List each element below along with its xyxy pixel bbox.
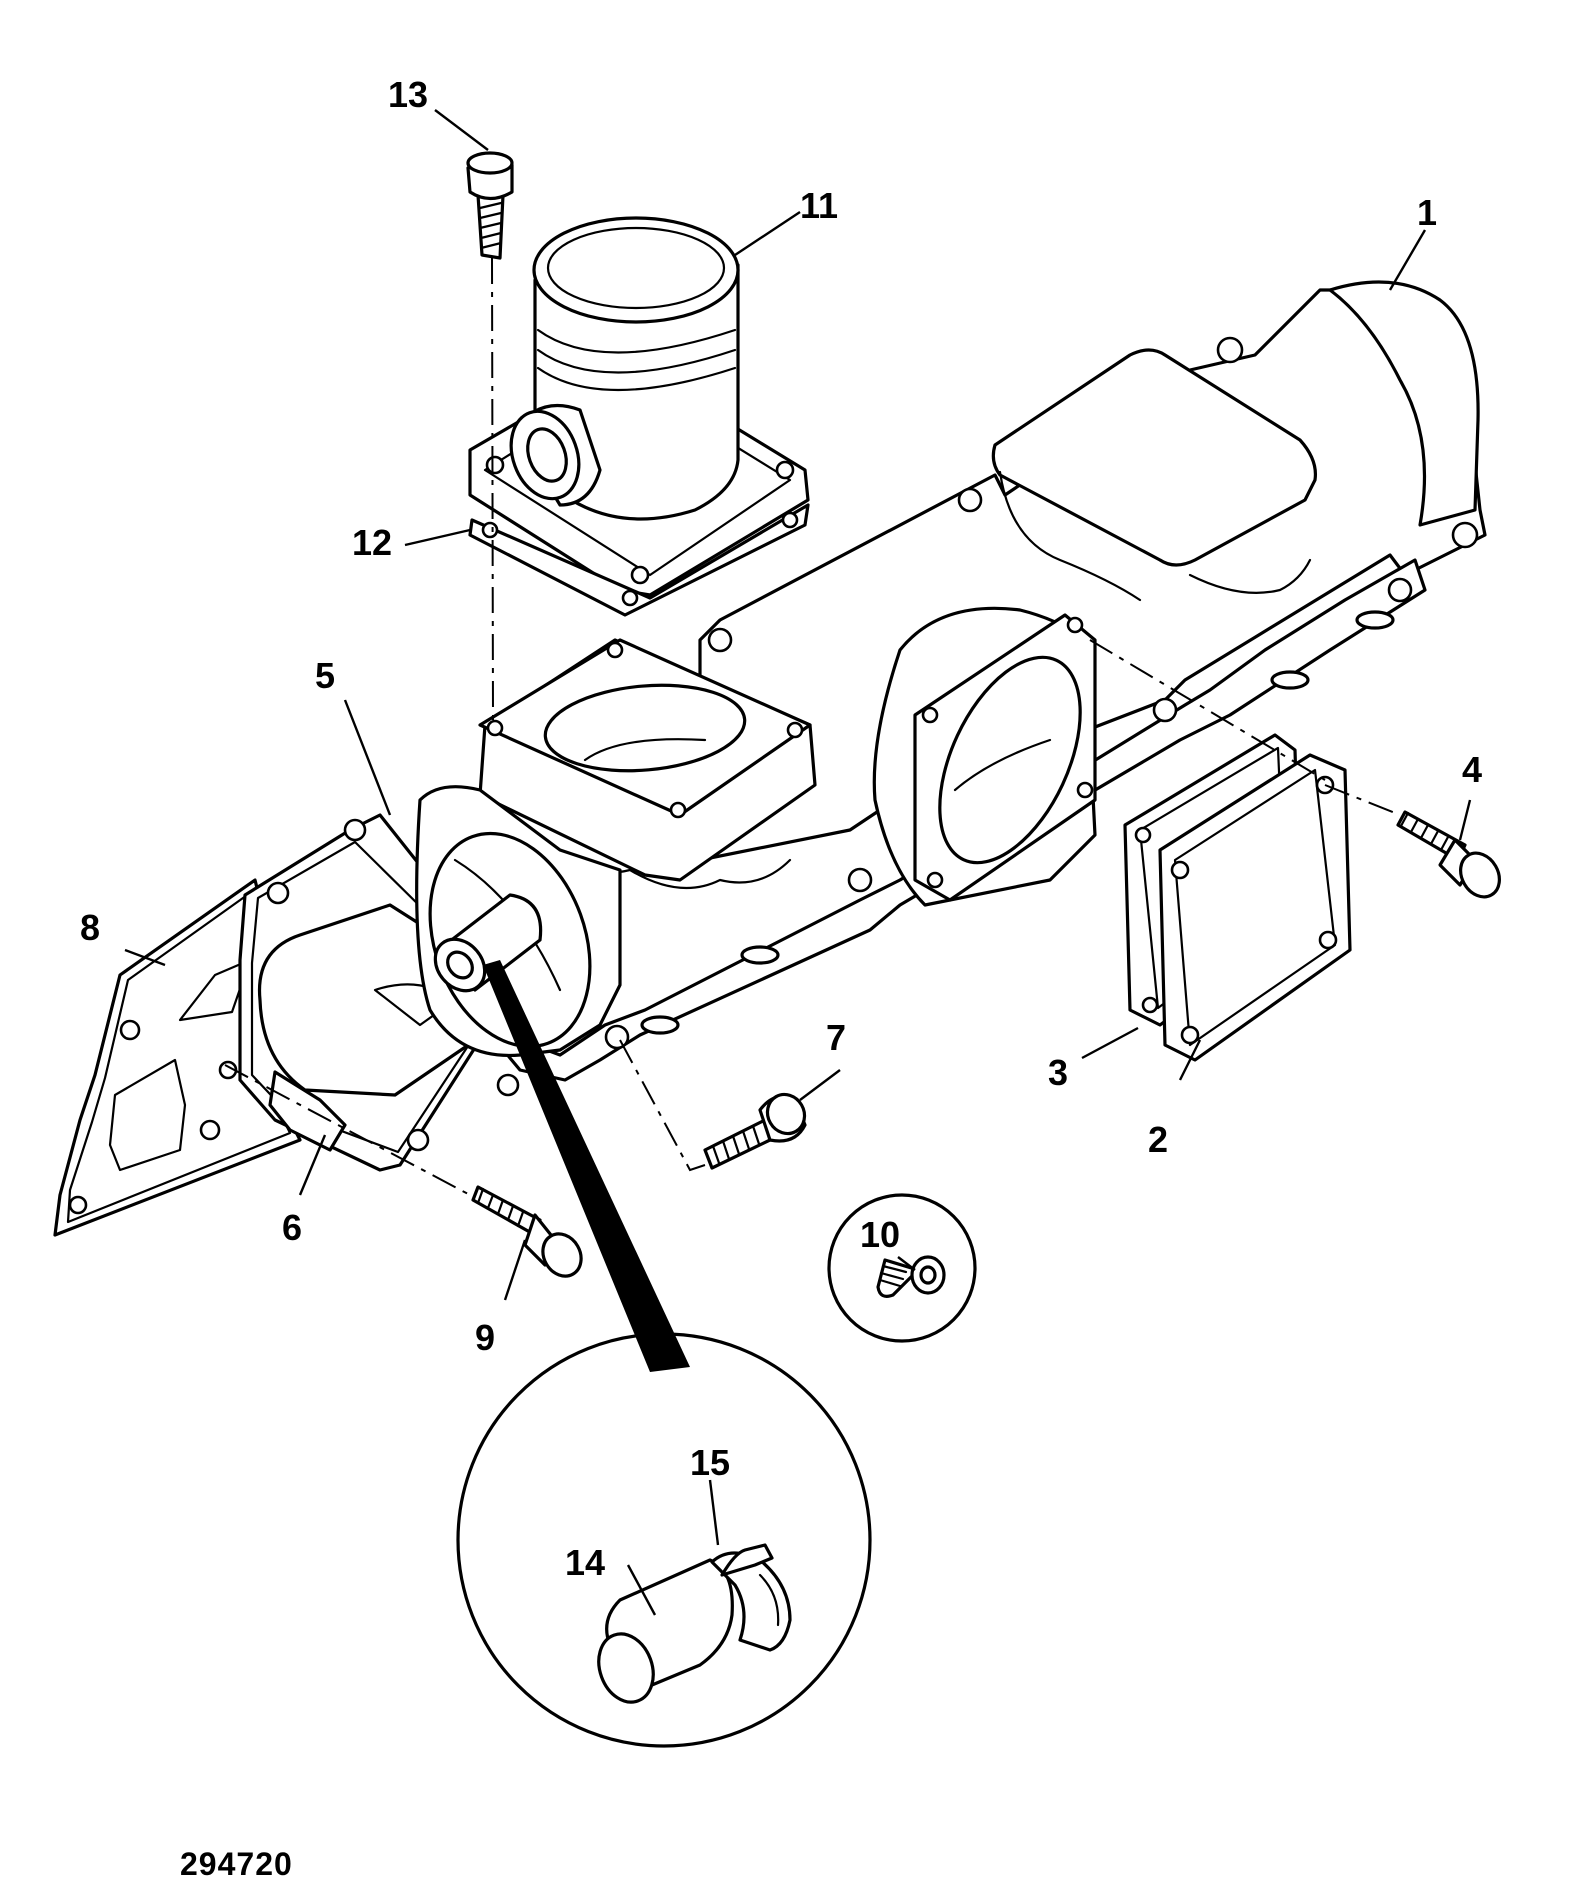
callout-7: 7 [826,1017,846,1058]
alignment-lines [224,257,1401,1196]
callout-3: 3 [1048,1052,1068,1093]
callout-8: 8 [80,907,100,948]
manifold-inlet-port [478,638,817,890]
callout-6: 6 [282,1207,302,1248]
part-14-15-hose-cap-detail [456,960,872,1748]
part-9-bolt [471,1185,583,1278]
part-13-bolt [466,151,514,260]
callout-9: 9 [475,1317,495,1358]
callout-4: 4 [1462,749,1482,790]
callout-14: 14 [565,1542,605,1583]
part-10-plug-detail [827,1193,977,1343]
callout-1: 1 [1417,192,1437,233]
leader-lines [124,109,1472,1616]
manifold-inlet-dome [415,785,622,1058]
part-11-housing [468,216,810,597]
callout-10: 10 [860,1214,900,1255]
callout-13: 13 [388,74,428,115]
callout-5: 5 [315,655,335,696]
part-2-blanking-cover [1158,753,1352,1062]
reference-number: 294720 [180,1846,293,1882]
callout-2: 2 [1148,1119,1168,1160]
part-12-housing-gasket [468,503,810,617]
part-7-bolt [703,1092,807,1170]
manifold-outlet-port [872,606,1097,907]
callout-11: 11 [800,185,838,226]
callout-15: 15 [690,1442,730,1483]
callout-12: 12 [352,522,392,563]
part-4-bolt [1396,810,1501,899]
